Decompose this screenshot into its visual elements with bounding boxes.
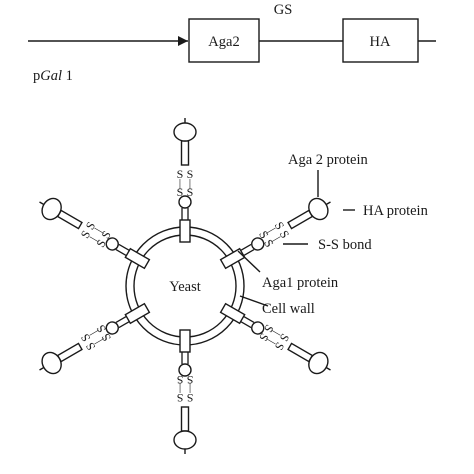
disulfide-bond-line: | [179,176,181,190]
disulfide-bond-line: | [189,176,191,190]
disulfide-sulfur: S [177,373,184,387]
aga1-anchor [179,329,191,353]
yeast-label: Yeast [169,279,201,295]
aga1-knob [251,321,265,335]
disulfide-bond-line: | [87,234,100,243]
disulfide-sulfur: S [177,185,184,199]
disulfide-sulfur: S [187,167,194,181]
aga1-stalk-line [118,243,130,251]
aga1-stalk-line [115,315,127,323]
aga1-stalk-line [240,243,252,251]
disulfide-bond-line: | [87,329,100,338]
yeast-cell: Yeast [125,226,245,346]
ha-protein-head [173,430,197,450]
aga1-stalk-line [243,249,255,257]
aga1-knob [105,321,119,335]
disulfide-bond-line: | [179,382,181,396]
aga1-stalk-line [118,321,130,329]
ha-tag-box [342,18,419,63]
aga2-protein [180,406,190,432]
ha-protein-callout: HA protein [363,203,429,219]
gs-linker-label: GS [274,2,293,18]
aga1-stalk-line [240,321,252,329]
disulfide-sulfur: S [187,185,194,199]
disulfide-sulfur: S [187,373,194,387]
cell-wall-leader [239,295,269,307]
aga1-anchor [219,302,246,325]
display-arm: S|SS|S [173,329,197,454]
disulfide-bond-line: | [270,329,283,338]
ha-protein-head [173,122,197,142]
aga1-knob [251,237,265,251]
aga1-protein-callout: Aga1 protein [262,275,339,291]
disulfide-bond-line: | [92,226,105,235]
ha-protein-tip [39,201,45,206]
aga1-stalk-line [243,315,255,323]
callouts: Aga 2 protein HA protein S-S bond Aga1 p… [237,152,429,317]
aga1-stalk-line [115,249,127,257]
promoter-arrowhead [178,36,188,46]
aga2-protein [56,209,83,230]
display-arm: S|SS|S [39,302,151,375]
disulfide-sulfur: S [177,391,184,405]
disulfide-bond-line: | [270,234,283,243]
aga2-protein [180,140,190,166]
disulfide-bond-line: | [265,226,278,235]
aga2-protein [287,342,314,363]
promoter-prefix: p [33,68,40,84]
disulfide-sulfur: S [78,331,93,344]
aga1-knob [105,237,119,251]
promoter-italic: Gal [40,68,62,84]
disulfide-sulfur: S [272,340,287,353]
display-arm: S|SS|S [173,118,197,243]
ha-protein-tip [39,366,45,371]
aga2-protein [287,209,314,230]
aga2-protein-callout: Aga 2 protein [288,152,368,168]
disulfide-bond-line: | [92,337,105,346]
construct-map: Aga2 GS HA pGal 1 [28,2,436,84]
cell-wall-callout: Cell wall [262,301,315,317]
aga1-knob [178,195,192,209]
disulfide-sulfur: S [187,391,194,405]
display-arm: S|SS|S [219,197,331,270]
ha-protein-tip [325,201,331,206]
disulfide-bond-line: | [189,382,191,396]
aga1-protein-leader [237,250,261,273]
aga1-anchor [219,247,246,270]
disulfide-sulfur: S [177,167,184,181]
ha-protein-tip [325,366,331,371]
aga1-anchor [179,219,191,243]
aga2-protein [56,342,83,363]
aga1-knob [178,363,192,377]
aga1-anchor [124,247,151,270]
disulfide-sulfur: S [277,228,292,241]
aga1-anchor [124,302,151,325]
promoter-label: pGal 1 [33,68,73,84]
disulfide-sulfur: S [83,219,98,232]
disulfide-bond-line: | [265,337,278,346]
ss-bond-callout: S-S bond [318,237,372,253]
promoter-suffix: 1 [62,68,73,84]
aga2-box-label: Aga2 [208,34,239,50]
ha-box-label: HA [370,34,391,50]
